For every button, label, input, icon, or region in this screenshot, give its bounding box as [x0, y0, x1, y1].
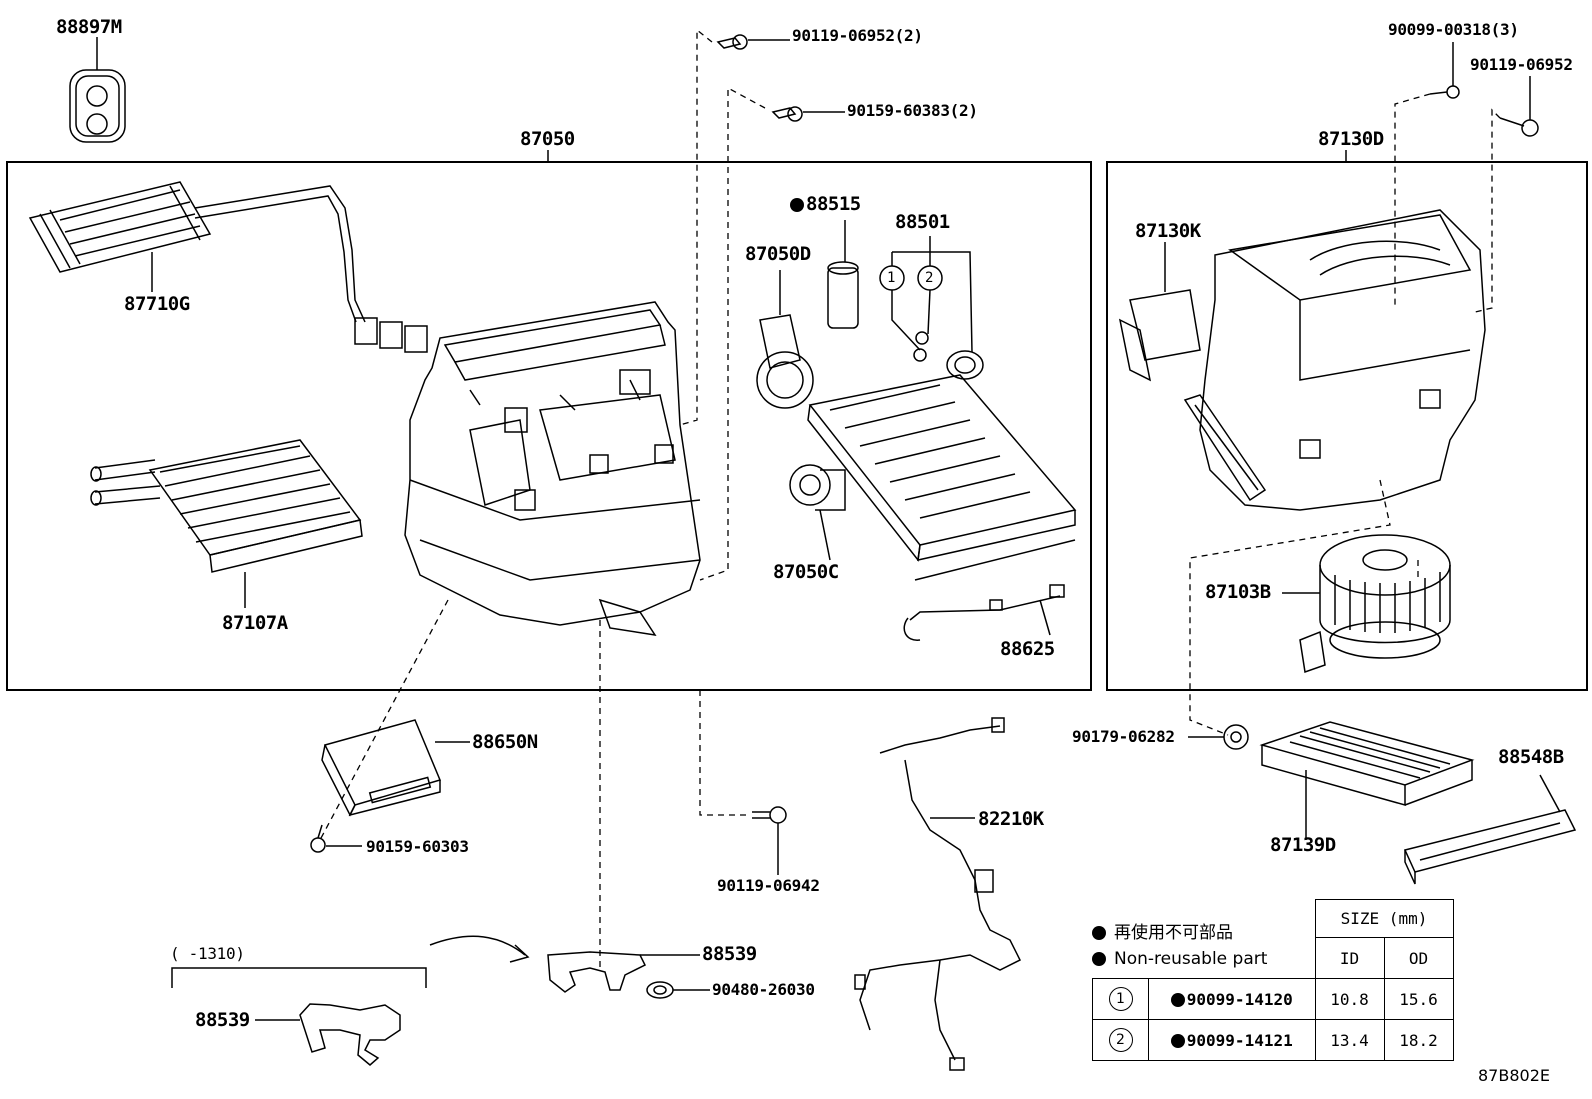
size-table-col-id: ID — [1314, 937, 1385, 979]
label-87130K: 87130K — [1135, 220, 1201, 242]
actuator-87050C-drawing — [789, 464, 846, 561]
duct-88539-left-drawing — [255, 1003, 401, 1066]
label-90119-06952: 90119-06952 — [1470, 55, 1573, 74]
evaporator-drawing — [807, 331, 1077, 581]
label-87050C: 87050C — [773, 561, 839, 583]
label-88501: 88501 — [895, 211, 950, 233]
size-table: SIZE (mm) ID OD 1 90099-14120 10.8 15.6 … — [1092, 899, 1454, 1061]
row-part-number: 90099-14121 — [1186, 1030, 1293, 1050]
size-table-row: 1 90099-14120 10.8 15.6 — [1092, 978, 1454, 1020]
size-table-header: SIZE (mm) — [1314, 899, 1454, 938]
screw-90119-06952-drawing — [1499, 76, 1539, 137]
label-87130D: 87130D — [1318, 128, 1384, 150]
label-88539-left: 88539 — [195, 1009, 250, 1031]
non-reusable-dot-icon — [790, 198, 804, 212]
label-87050D: 87050D — [745, 243, 811, 265]
non-reusable-dot-icon — [1170, 992, 1185, 1007]
label-90159-60303: 90159-60303 — [366, 837, 469, 856]
heater-core-87107A-drawing — [90, 439, 363, 608]
screw-90099-00318-3-drawing — [1429, 42, 1460, 99]
label-88515-text: 88515 — [806, 193, 861, 215]
label-87103B: 87103B — [1205, 581, 1271, 603]
label-88539-top: 88539 — [702, 943, 757, 965]
row-part-number: 90099-14120 — [1186, 989, 1293, 1009]
bolt-90119-06942-drawing — [752, 806, 787, 875]
grommet-90179-06282-drawing — [1188, 724, 1249, 750]
label-87710G: 87710G — [124, 293, 190, 315]
label-88625: 88625 — [1000, 638, 1055, 660]
screw-90159-60383-2-drawing — [771, 106, 845, 122]
non-reusable-dot-icon — [1170, 1033, 1185, 1048]
box-87050-assembly — [6, 161, 1092, 691]
row-id-value: 13.4 — [1314, 1019, 1385, 1061]
legend-jp: 再使用不可部品 — [1092, 925, 1233, 942]
dashed-leaders — [319, 28, 1501, 970]
filter-87139D-drawing — [1259, 721, 1475, 840]
sensor-88515-drawing — [827, 220, 859, 329]
grommet-90480-26030-drawing — [646, 981, 710, 999]
label-88515: 88515 — [790, 195, 861, 214]
label-87050: 87050 — [520, 128, 575, 150]
wire-88625-drawing — [903, 584, 1065, 641]
label-87107A: 87107A — [222, 612, 288, 634]
label-87139D: 87139D — [1270, 834, 1336, 856]
label-90099-00318-3: 90099-00318(3) — [1388, 20, 1519, 39]
non-reusable-dot-icon — [1092, 952, 1106, 966]
grommet-88897M-drawing — [69, 37, 126, 143]
range-note: ( -1310) — [170, 944, 245, 963]
actuator-87050D-drawing — [756, 270, 814, 409]
non-reusable-dot-icon — [1092, 926, 1106, 940]
legend-en-text: Non-reusable part — [1114, 949, 1268, 969]
amplifier-88650N-drawing — [321, 719, 470, 817]
diagram-code: 87B802E — [1478, 1066, 1550, 1085]
duct-88539-drawing — [429, 935, 700, 993]
legend-en: Non-reusable part — [1092, 951, 1267, 968]
label-90119-06942: 90119-06942 — [717, 876, 820, 895]
box-87130D-assembly — [1106, 161, 1588, 691]
size-table-col-od: OD — [1383, 937, 1454, 979]
bolt-90159-60303-drawing — [310, 824, 362, 853]
o-ring-callout-88501 — [879, 236, 973, 353]
o-ring-mark-2-number: 2 — [925, 270, 934, 286]
o-ring-mark-1-number: 1 — [887, 270, 896, 286]
label-88548B: 88548B — [1498, 746, 1564, 768]
legend-jp-text: 再使用不可部品 — [1114, 923, 1233, 943]
label-90179-06282: 90179-06282 — [1072, 727, 1175, 746]
label-90159-60383-2: 90159-60383(2) — [847, 101, 978, 120]
hvac-housing-87050-drawing — [404, 301, 701, 636]
label-82210K: 82210K — [978, 808, 1044, 830]
label-88650N: 88650N — [472, 731, 538, 753]
blower-motor-87103B-drawing — [1282, 534, 1451, 674]
range-bracket — [171, 967, 427, 988]
row-od-value: 18.2 — [1383, 1019, 1454, 1061]
label-88897M: 88897M — [56, 16, 122, 38]
label-90119-06952-2: 90119-06952(2) — [792, 26, 923, 45]
label-90480-26030: 90480-26030 — [712, 980, 815, 999]
heater-pipe-87710G-drawing — [28, 181, 428, 353]
row-mark-2: 2 — [1108, 1028, 1133, 1052]
wire-harness-82210K-drawing — [854, 717, 1022, 1071]
row-od-value: 15.6 — [1383, 978, 1454, 1020]
blower-case-87130D-drawing — [1118, 209, 1486, 511]
size-table-row: 2 90099-14121 13.4 18.2 — [1092, 1019, 1454, 1061]
screw-90119-06952-2-drawing — [716, 34, 790, 50]
filter-cover-88548B-drawing — [1403, 774, 1577, 885]
row-mark-1: 1 — [1108, 987, 1133, 1011]
row-id-value: 10.8 — [1314, 978, 1385, 1020]
